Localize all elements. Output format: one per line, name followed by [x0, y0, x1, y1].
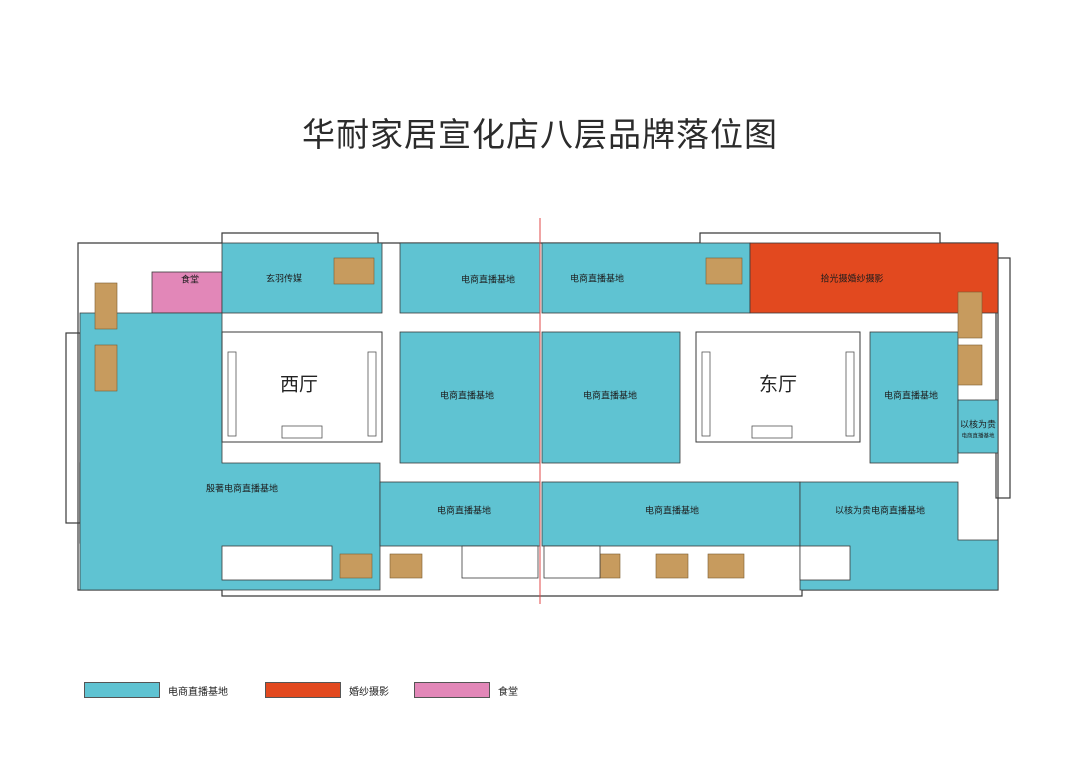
legend-swatch-ecommerce	[84, 682, 160, 698]
label-center-ec1: 电商直播基地	[440, 390, 494, 402]
west-hall	[221, 331, 383, 443]
stairs	[94, 257, 983, 579]
label-xuanyu: 玄羽传媒	[266, 273, 302, 285]
label-yihe-small-2: 电商直播基地	[961, 432, 995, 440]
room-east-ec	[869, 331, 959, 464]
service-corridor	[221, 545, 851, 581]
room-center-ec2	[541, 331, 681, 464]
room-bottom-ec1	[379, 481, 541, 547]
legend-swatch-wedding	[265, 682, 341, 698]
room-top-ec1	[399, 242, 541, 314]
label-east-hall: 东厅	[759, 374, 797, 396]
label-yihe-small-1: 以核为贵	[960, 419, 996, 431]
label-bottom-ec1: 电商直播基地	[437, 505, 491, 517]
room-yihe-small	[957, 399, 999, 454]
legend-label-canteen: 食堂	[498, 686, 518, 698]
legend-swatch-canteen	[414, 682, 490, 698]
legend-label-wedding: 婚纱摄影	[349, 686, 389, 698]
room-canteen	[151, 271, 223, 314]
label-bottom-ec2: 电商直播基地	[645, 505, 699, 517]
label-east-ec: 电商直播基地	[884, 390, 938, 402]
east-hall	[695, 331, 861, 443]
room-west-big	[79, 312, 381, 591]
label-west-big: 殷著电商直播基地	[206, 483, 278, 495]
label-center-ec2: 电商直播基地	[583, 390, 637, 402]
room-bottom-ec2	[541, 481, 801, 547]
map-title: 华耐家居宣化店八层品牌落位图	[302, 115, 778, 154]
legend-ecommerce: 电商直播基地	[84, 681, 228, 699]
label-wedding: 拾光摄婚纱摄影	[820, 273, 883, 285]
legend-label-ecommerce: 电商直播基地	[168, 686, 228, 698]
label-yihe-big: 以核为贵电商直播基地	[835, 505, 925, 517]
legend-canteen: 食堂	[414, 681, 518, 699]
label-canteen: 食堂	[181, 274, 199, 286]
label-west-hall: 西厅	[280, 374, 318, 396]
room-wedding	[749, 242, 999, 314]
label-top-ec1: 电商直播基地	[461, 274, 515, 286]
legend-wedding: 婚纱摄影	[265, 681, 389, 699]
room-center-ec1	[399, 331, 541, 464]
label-top-ec2: 电商直播基地	[570, 273, 624, 285]
